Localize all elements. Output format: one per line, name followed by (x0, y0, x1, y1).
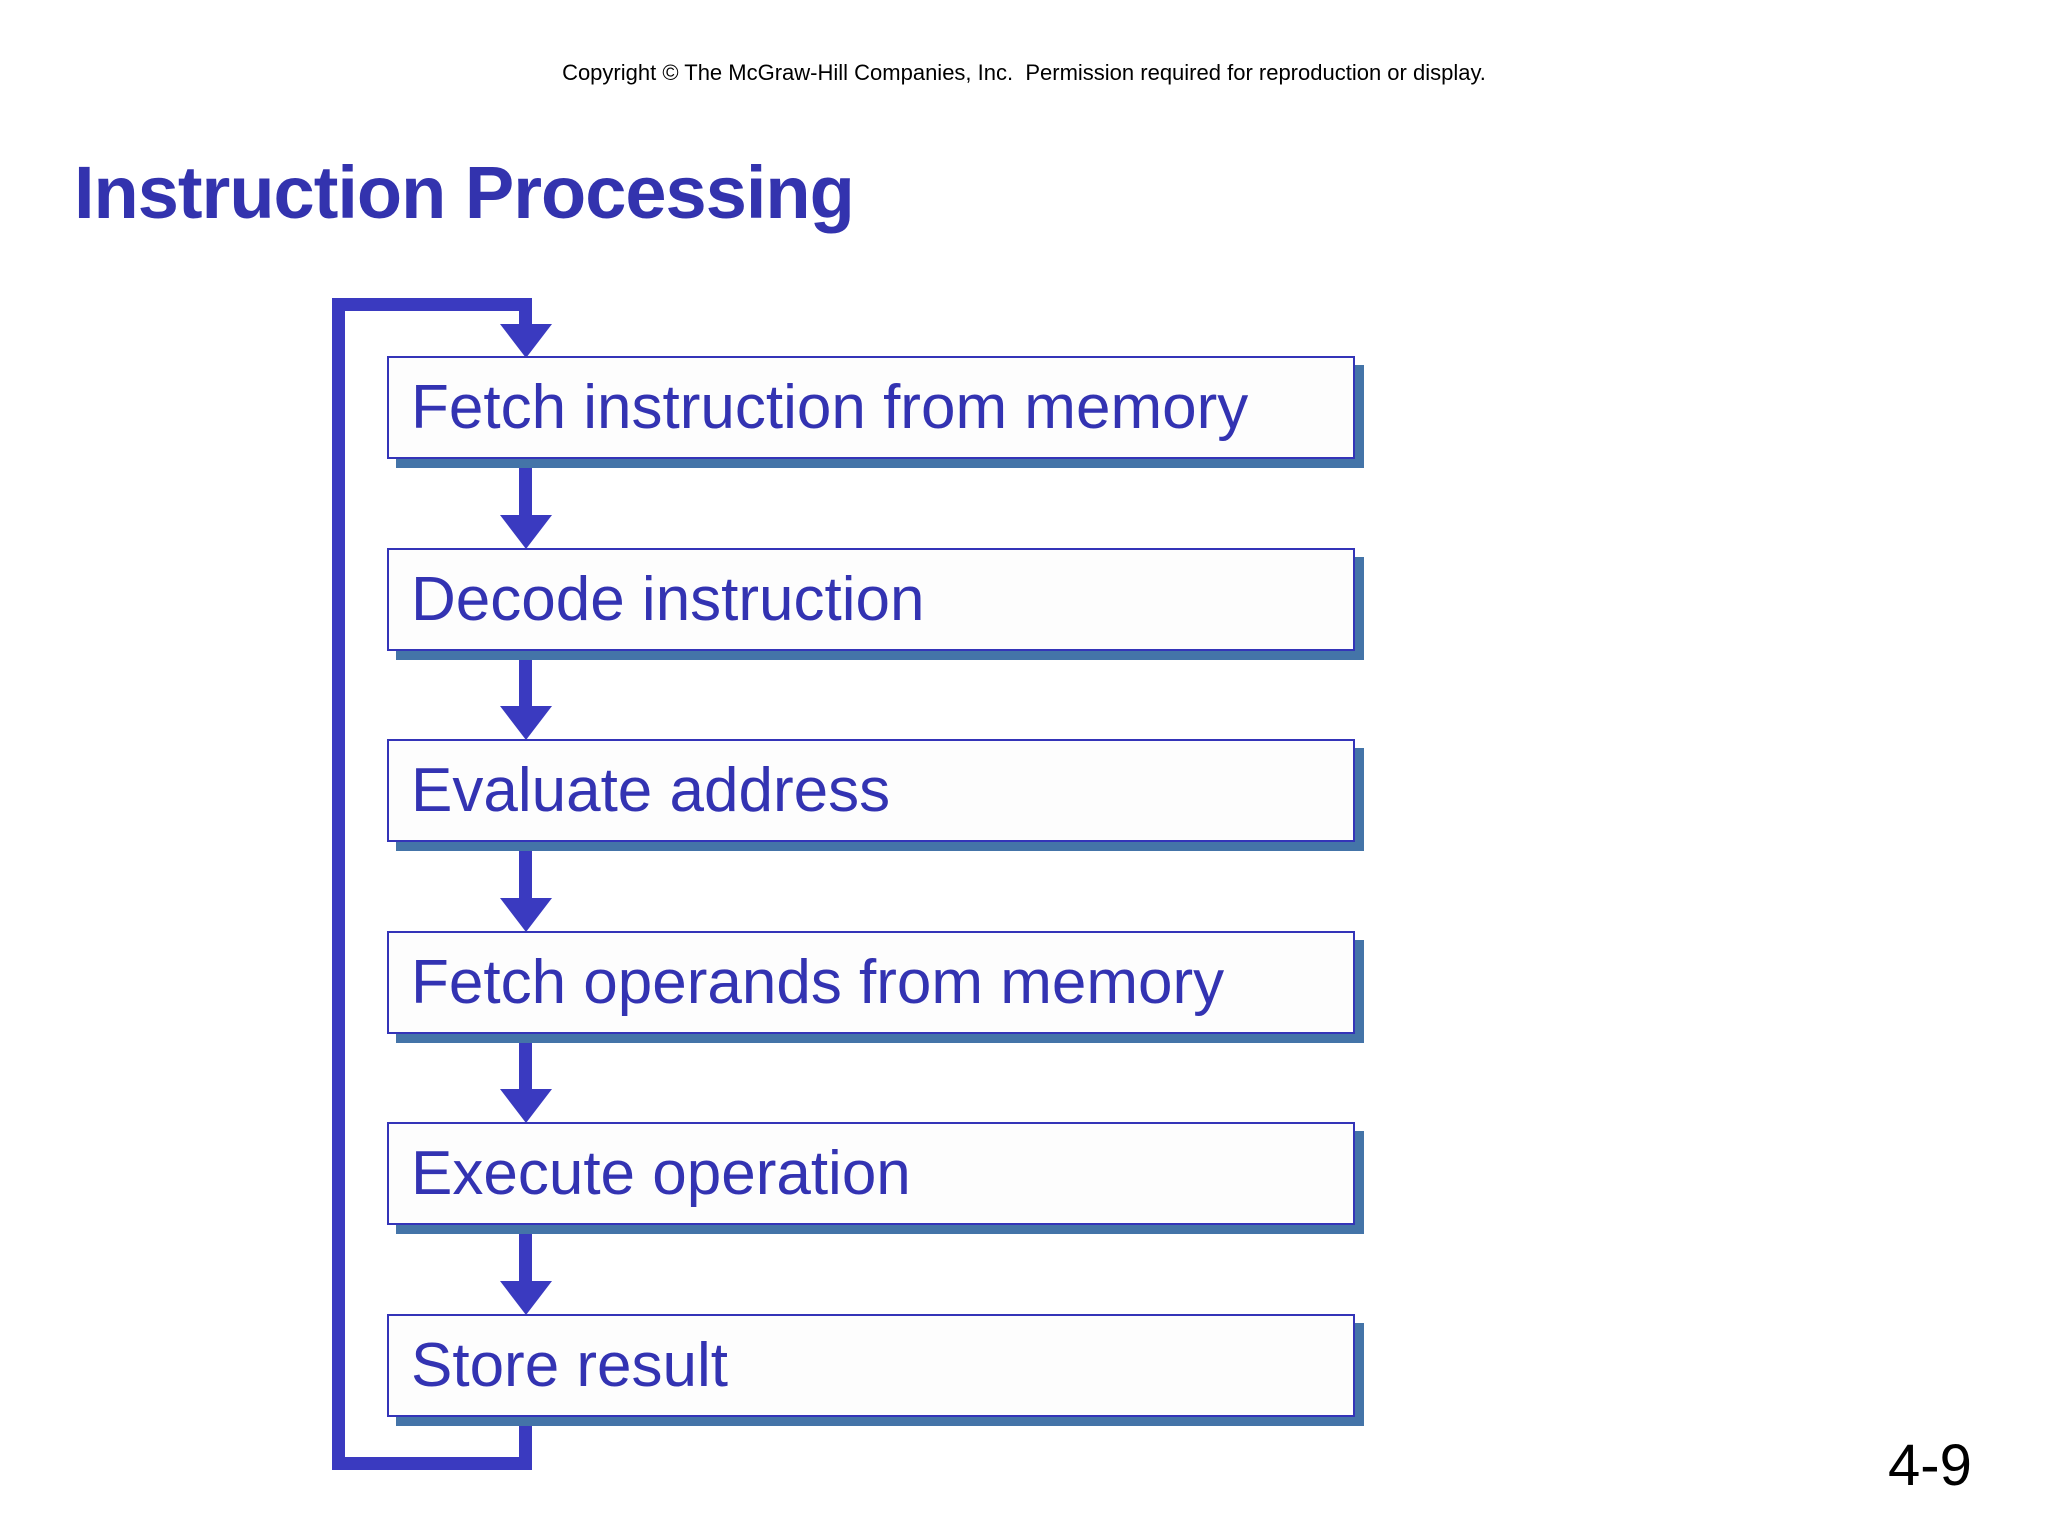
arrow-down-icon (500, 1281, 552, 1315)
step-box-execute-operation: Execute operation (387, 1122, 1355, 1225)
connector-line (519, 453, 532, 519)
arrow-down-icon (500, 898, 552, 932)
page-title: Instruction Processing (74, 151, 855, 234)
loop-back-line-bottom (332, 1457, 532, 1470)
arrow-down-icon (500, 324, 552, 358)
step-box-decode-instruction: Decode instruction (387, 548, 1355, 651)
step-box-store-result: Store result (387, 1314, 1355, 1417)
connector-line (519, 1219, 532, 1285)
step-box-fetch-operands: Fetch operands from memory (387, 931, 1355, 1034)
copyright-text: Copyright © The McGraw-Hill Companies, I… (562, 60, 1486, 85)
connector-line (519, 645, 532, 711)
arrow-down-icon (500, 1089, 552, 1123)
connector-line (519, 1028, 532, 1094)
arrow-down-icon (500, 515, 552, 549)
step-box-evaluate-address: Evaluate address (387, 739, 1355, 842)
connector-line (519, 836, 532, 902)
arrow-down-icon (500, 706, 552, 740)
page-number: 4-9 (1888, 1433, 1972, 1498)
loop-back-line-left (332, 298, 345, 1470)
loop-back-line-down (519, 1400, 532, 1470)
step-box-fetch-instruction: Fetch instruction from memory (387, 356, 1355, 459)
loop-back-line-top (332, 298, 532, 311)
